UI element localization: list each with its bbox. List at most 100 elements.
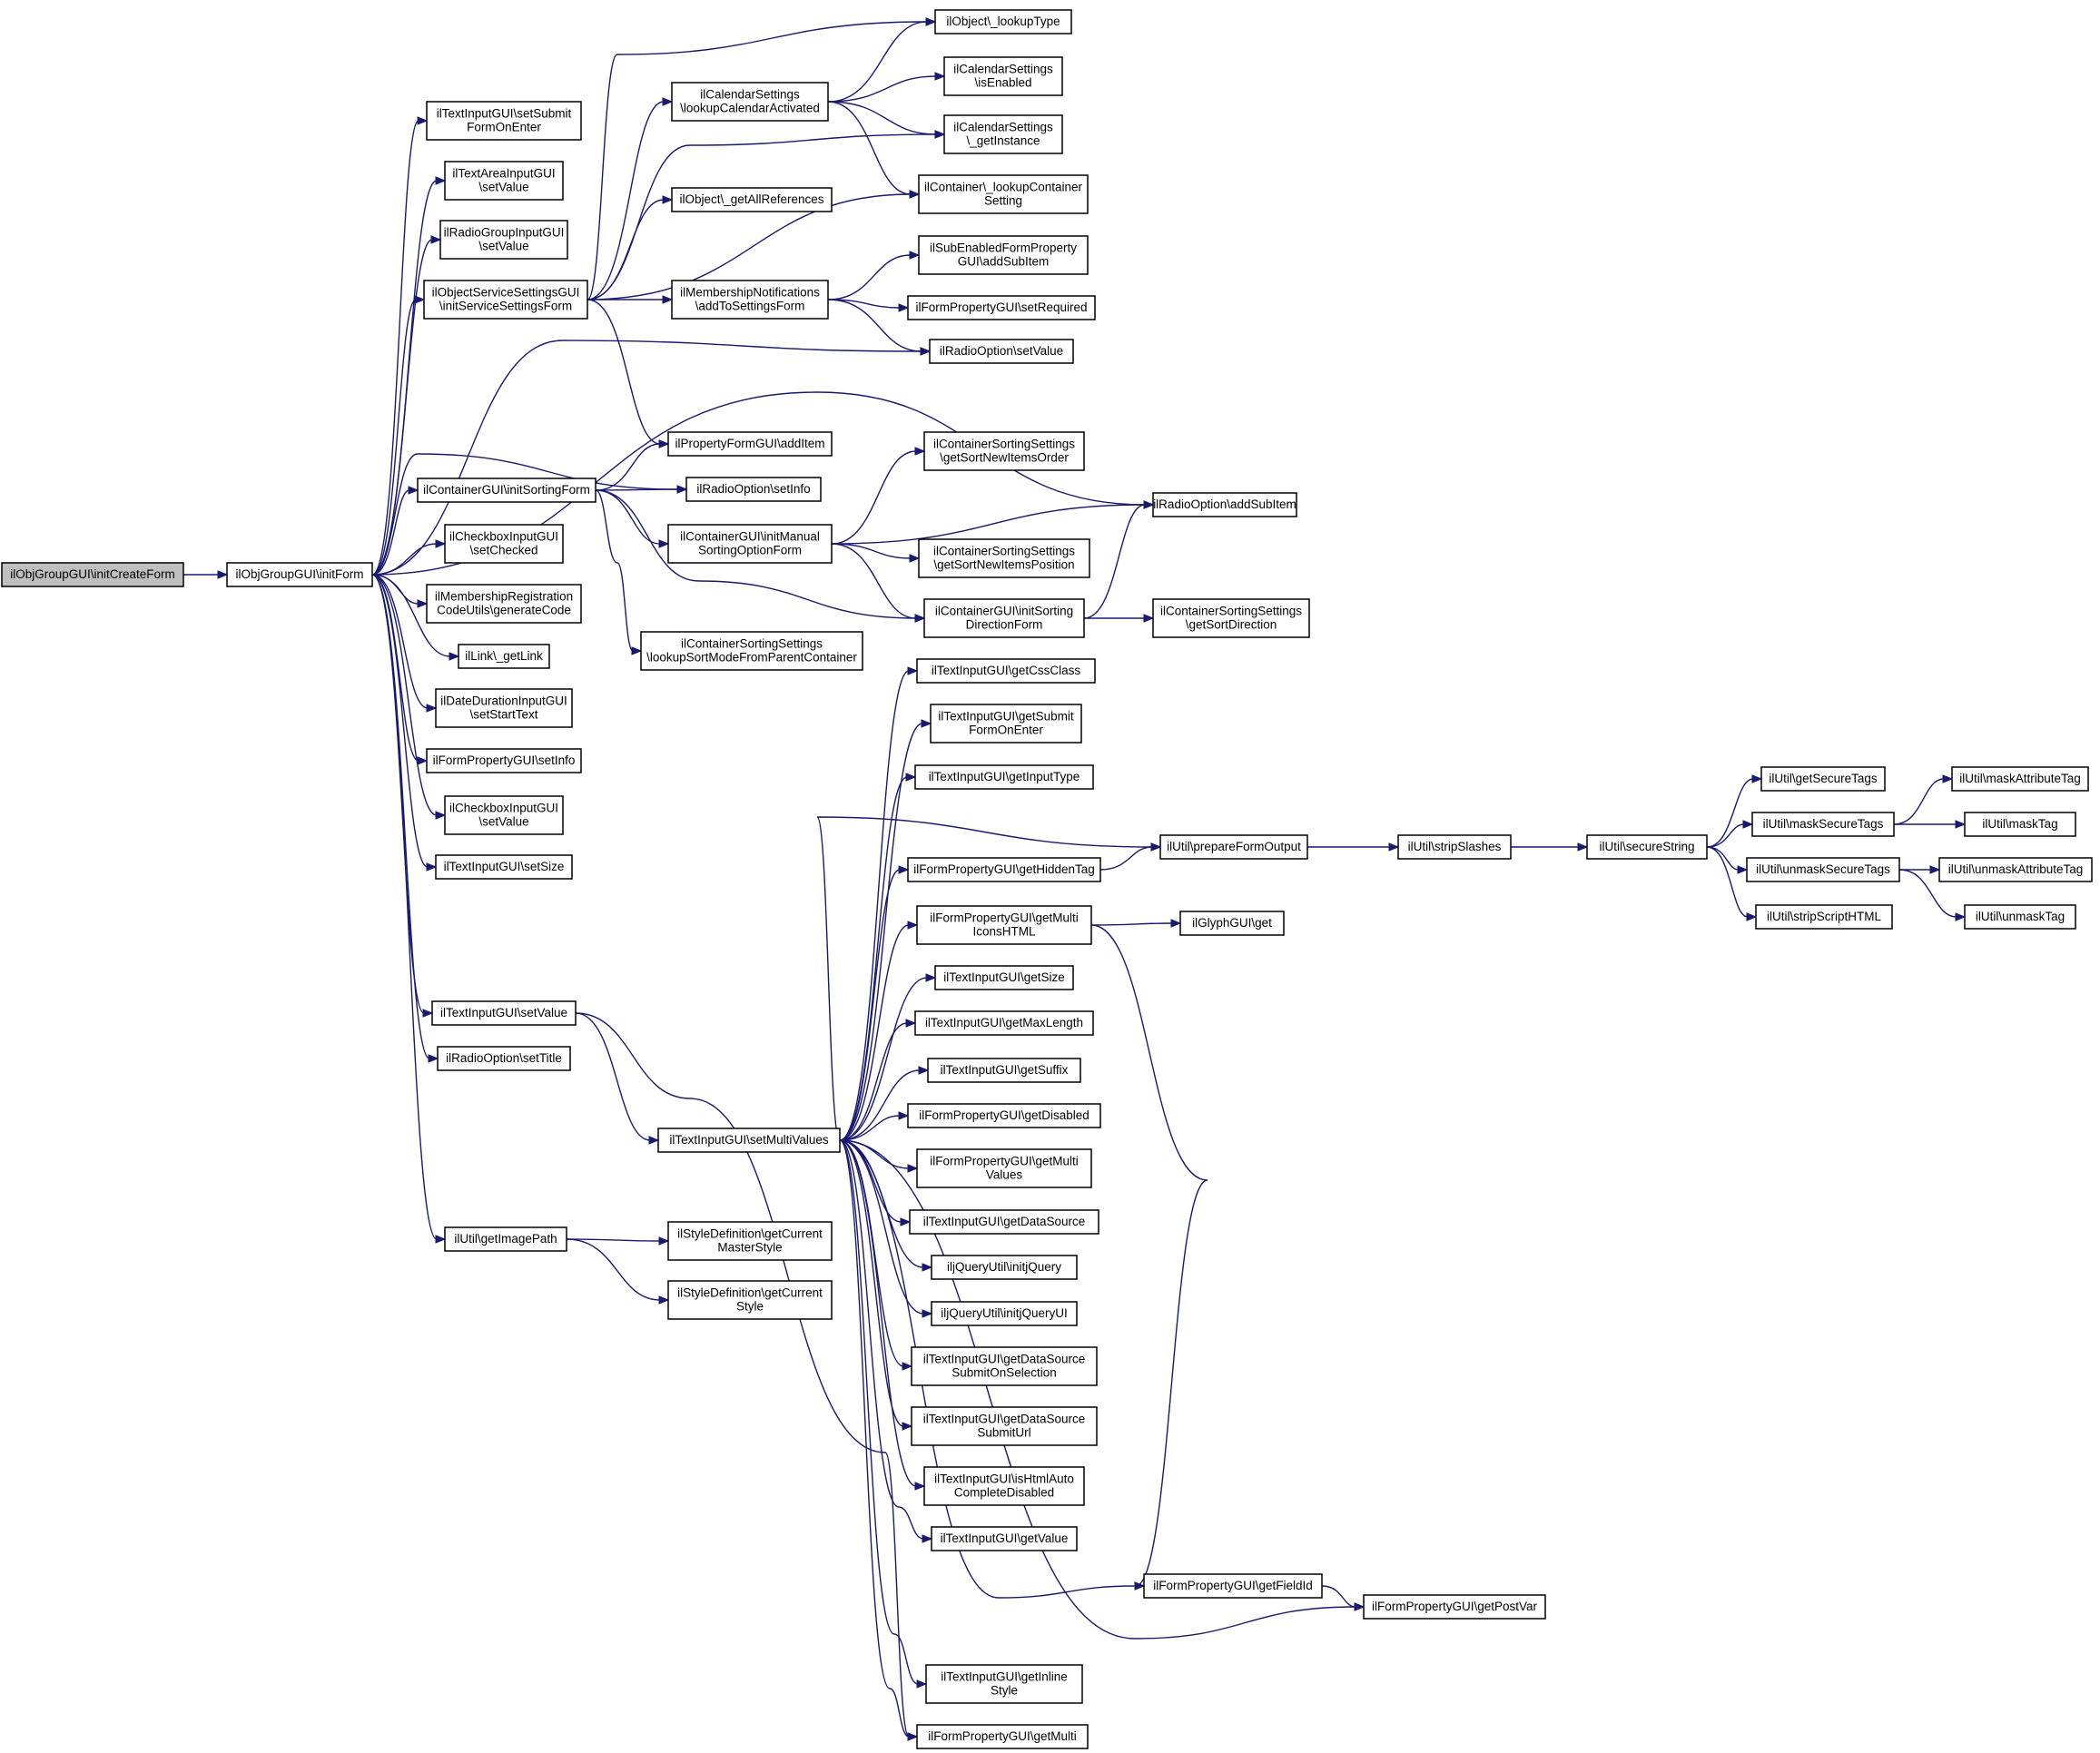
function-node[interactable]: ilTextInputGUI\getDataSourceSubmitOnSele… — [911, 1346, 1098, 1386]
edge-arrowhead — [1955, 912, 1967, 921]
call-edge — [371, 539, 447, 576]
function-node[interactable]: ilObjGroupGUI\initForm — [226, 562, 373, 587]
function-node[interactable]: ilTextInputGUI\getMaxLength — [914, 1010, 1094, 1036]
edge-arrowhead — [1737, 865, 1749, 874]
node-label: iljQueryUtil\initjQueryUI — [941, 1306, 1068, 1320]
edge-line — [839, 1139, 924, 1315]
function-node[interactable]: ilUtil\maskTag — [1964, 812, 2076, 837]
function-node[interactable]: ilCheckboxInputGUI\setValue — [444, 795, 564, 835]
function-node[interactable]: ilContainerSortingSettings\getSortNewIte… — [923, 431, 1085, 471]
node-box — [667, 1280, 833, 1320]
function-node[interactable]: ilFormPropertyGUI\getDisabled — [907, 1103, 1101, 1128]
function-node[interactable]: ilRadioOption\setInfo — [685, 477, 822, 502]
function-node[interactable]: ilUtil\prepareFormOutput — [1159, 834, 1308, 860]
function-node[interactable]: ilRadioOption\setTitle — [437, 1046, 571, 1071]
function-node[interactable]: ilContainerSortingSettings\getSortDirect… — [1152, 598, 1310, 638]
function-node[interactable]: ilFormPropertyGUI\getMulti — [916, 1724, 1089, 1749]
function-node[interactable]: ilRadioOption\addSubItem — [1152, 492, 1297, 517]
function-node[interactable]: ilLink\_getLink — [458, 644, 550, 669]
function-node[interactable]: ilContainerGUI\initSortingForm — [417, 478, 596, 503]
edge-arrowhead — [662, 97, 674, 106]
function-node[interactable]: ilFormPropertyGUI\setInfo — [426, 748, 582, 773]
node-label: ilUtil\getSecureTags — [1769, 772, 1878, 785]
node-label: ilObject\_lookupType — [946, 15, 1060, 28]
node-box — [226, 562, 373, 587]
root-function-node[interactable]: ilObjGroupGUI\initCreateForm — [1, 562, 184, 587]
function-node[interactable]: ilTextInputGUI\setMultiValues — [657, 1128, 841, 1153]
node-box — [914, 764, 1094, 790]
function-node[interactable]: ilCalendarSettings\_getInstance — [943, 114, 1063, 154]
function-node[interactable]: ilUtil\unmaskAttributeTag — [1938, 857, 2093, 882]
function-node[interactable]: ilUtil\getSecureTags — [1760, 766, 1886, 792]
function-node[interactable]: ilCalendarSettings\isEnabled — [943, 56, 1063, 96]
node-label: ilTextInputGUI\getSize — [943, 970, 1065, 984]
call-edge — [839, 1139, 933, 1543]
function-node[interactable]: ilTextAreaInputGUI\setValue — [444, 161, 564, 201]
edge-arrowhead — [1955, 820, 1967, 829]
node-label: FormOnEnter — [969, 724, 1043, 737]
function-node[interactable]: ilRadioGroupInputGUI\setValue — [439, 220, 568, 260]
function-node[interactable]: ilObject\_getAllReferences — [671, 187, 833, 212]
function-node[interactable]: ilFormPropertyGUI\getPostVar — [1363, 1594, 1546, 1620]
function-node[interactable]: ilUtil\getImagePath — [444, 1226, 567, 1252]
function-node[interactable]: ilTextInputGUI\isHtmlAutoCompleteDisable… — [923, 1466, 1085, 1506]
call-edge — [839, 921, 919, 1141]
edge-arrowhead — [658, 539, 670, 548]
node-label: ilFormPropertyGUI\getFieldId — [1153, 1579, 1313, 1592]
function-node[interactable]: iljQueryUtil\initjQueryUI — [931, 1301, 1078, 1326]
function-node[interactable]: ilObjectServiceSettingsGUI\initServiceSe… — [423, 280, 588, 320]
call-edge — [566, 1236, 670, 1246]
function-node[interactable]: ilTextInputGUI\setValue — [431, 1000, 577, 1026]
function-node[interactable]: ilFormPropertyGUI\getHiddenTag — [907, 857, 1101, 882]
function-node[interactable]: ilContainerSortingSettings\getSortNewIte… — [918, 538, 1090, 578]
function-node[interactable]: ilTextInputGUI\getSize — [934, 965, 1074, 990]
function-node[interactable]: ilRadioOption\setValue — [929, 339, 1074, 364]
node-box — [1938, 857, 2093, 882]
function-node[interactable]: ilMembershipRegistrationCodeUtils\genera… — [426, 584, 582, 624]
node-box — [435, 688, 573, 728]
function-node[interactable]: ilContainerSortingSettings\lookupSortMod… — [640, 631, 863, 671]
function-node[interactable]: ilUtil\unmaskSecureTags — [1746, 857, 1900, 882]
function-node[interactable]: ilTextInputGUI\getDataSource — [909, 1209, 1099, 1235]
function-node[interactable]: ilObject\_lookupType — [934, 9, 1072, 34]
function-node[interactable]: ilUtil\stripSlashes — [1397, 834, 1512, 860]
function-node[interactable]: ilTextInputGUI\getSuffix — [927, 1058, 1081, 1083]
node-label: \getSortDirection — [1186, 618, 1277, 632]
function-node[interactable]: ilPropertyFormGUI\addItem — [667, 431, 833, 457]
function-node[interactable]: ilCalendarSettings\lookupCalendarActivat… — [671, 82, 829, 122]
function-node[interactable]: ilUtil\stripScriptHTML — [1755, 904, 1893, 930]
function-node[interactable]: ilContainerGUI\initManualSortingOptionFo… — [667, 524, 833, 564]
edge-arrowhead — [1742, 820, 1754, 829]
call-edge — [831, 447, 926, 545]
function-node[interactable]: ilGlyphGUI\get — [1179, 911, 1285, 936]
function-node[interactable]: ilTextInputGUI\getCssClass — [916, 658, 1096, 684]
function-node[interactable]: ilUtil\maskAttributeTag — [1951, 766, 2089, 792]
function-node[interactable]: iljQueryUtil\initjQuery — [931, 1255, 1078, 1280]
node-label: ilContainerGUI\initManual — [680, 530, 820, 544]
function-node[interactable]: ilUtil\secureString — [1586, 834, 1708, 860]
function-node[interactable]: ilUtil\maskSecureTags — [1751, 812, 1895, 837]
function-node[interactable]: ilUtil\unmaskTag — [1964, 904, 2076, 930]
function-node[interactable]: ilTextInputGUI\setSize — [435, 854, 573, 880]
function-node[interactable]: ilDateDurationInputGUI\setStartText — [435, 688, 573, 728]
function-node[interactable]: ilFormPropertyGUI\getFieldId — [1143, 1573, 1323, 1599]
function-node[interactable]: ilTextInputGUI\getInputType — [914, 764, 1094, 790]
function-node[interactable]: ilFormPropertyGUI\setRequired — [907, 295, 1096, 320]
node-label: ilFormPropertyGUI\getMulti — [928, 1729, 1077, 1743]
function-node[interactable]: ilCheckboxInputGUI\setChecked — [444, 524, 564, 564]
function-node[interactable]: ilMembershipNotifications\addToSettingsF… — [671, 280, 829, 320]
edge-arrowhead — [905, 1019, 917, 1028]
function-node[interactable]: ilTextInputGUI\getValue — [931, 1526, 1078, 1551]
node-label: ilTextInputGUI\getInputType — [929, 770, 1080, 783]
